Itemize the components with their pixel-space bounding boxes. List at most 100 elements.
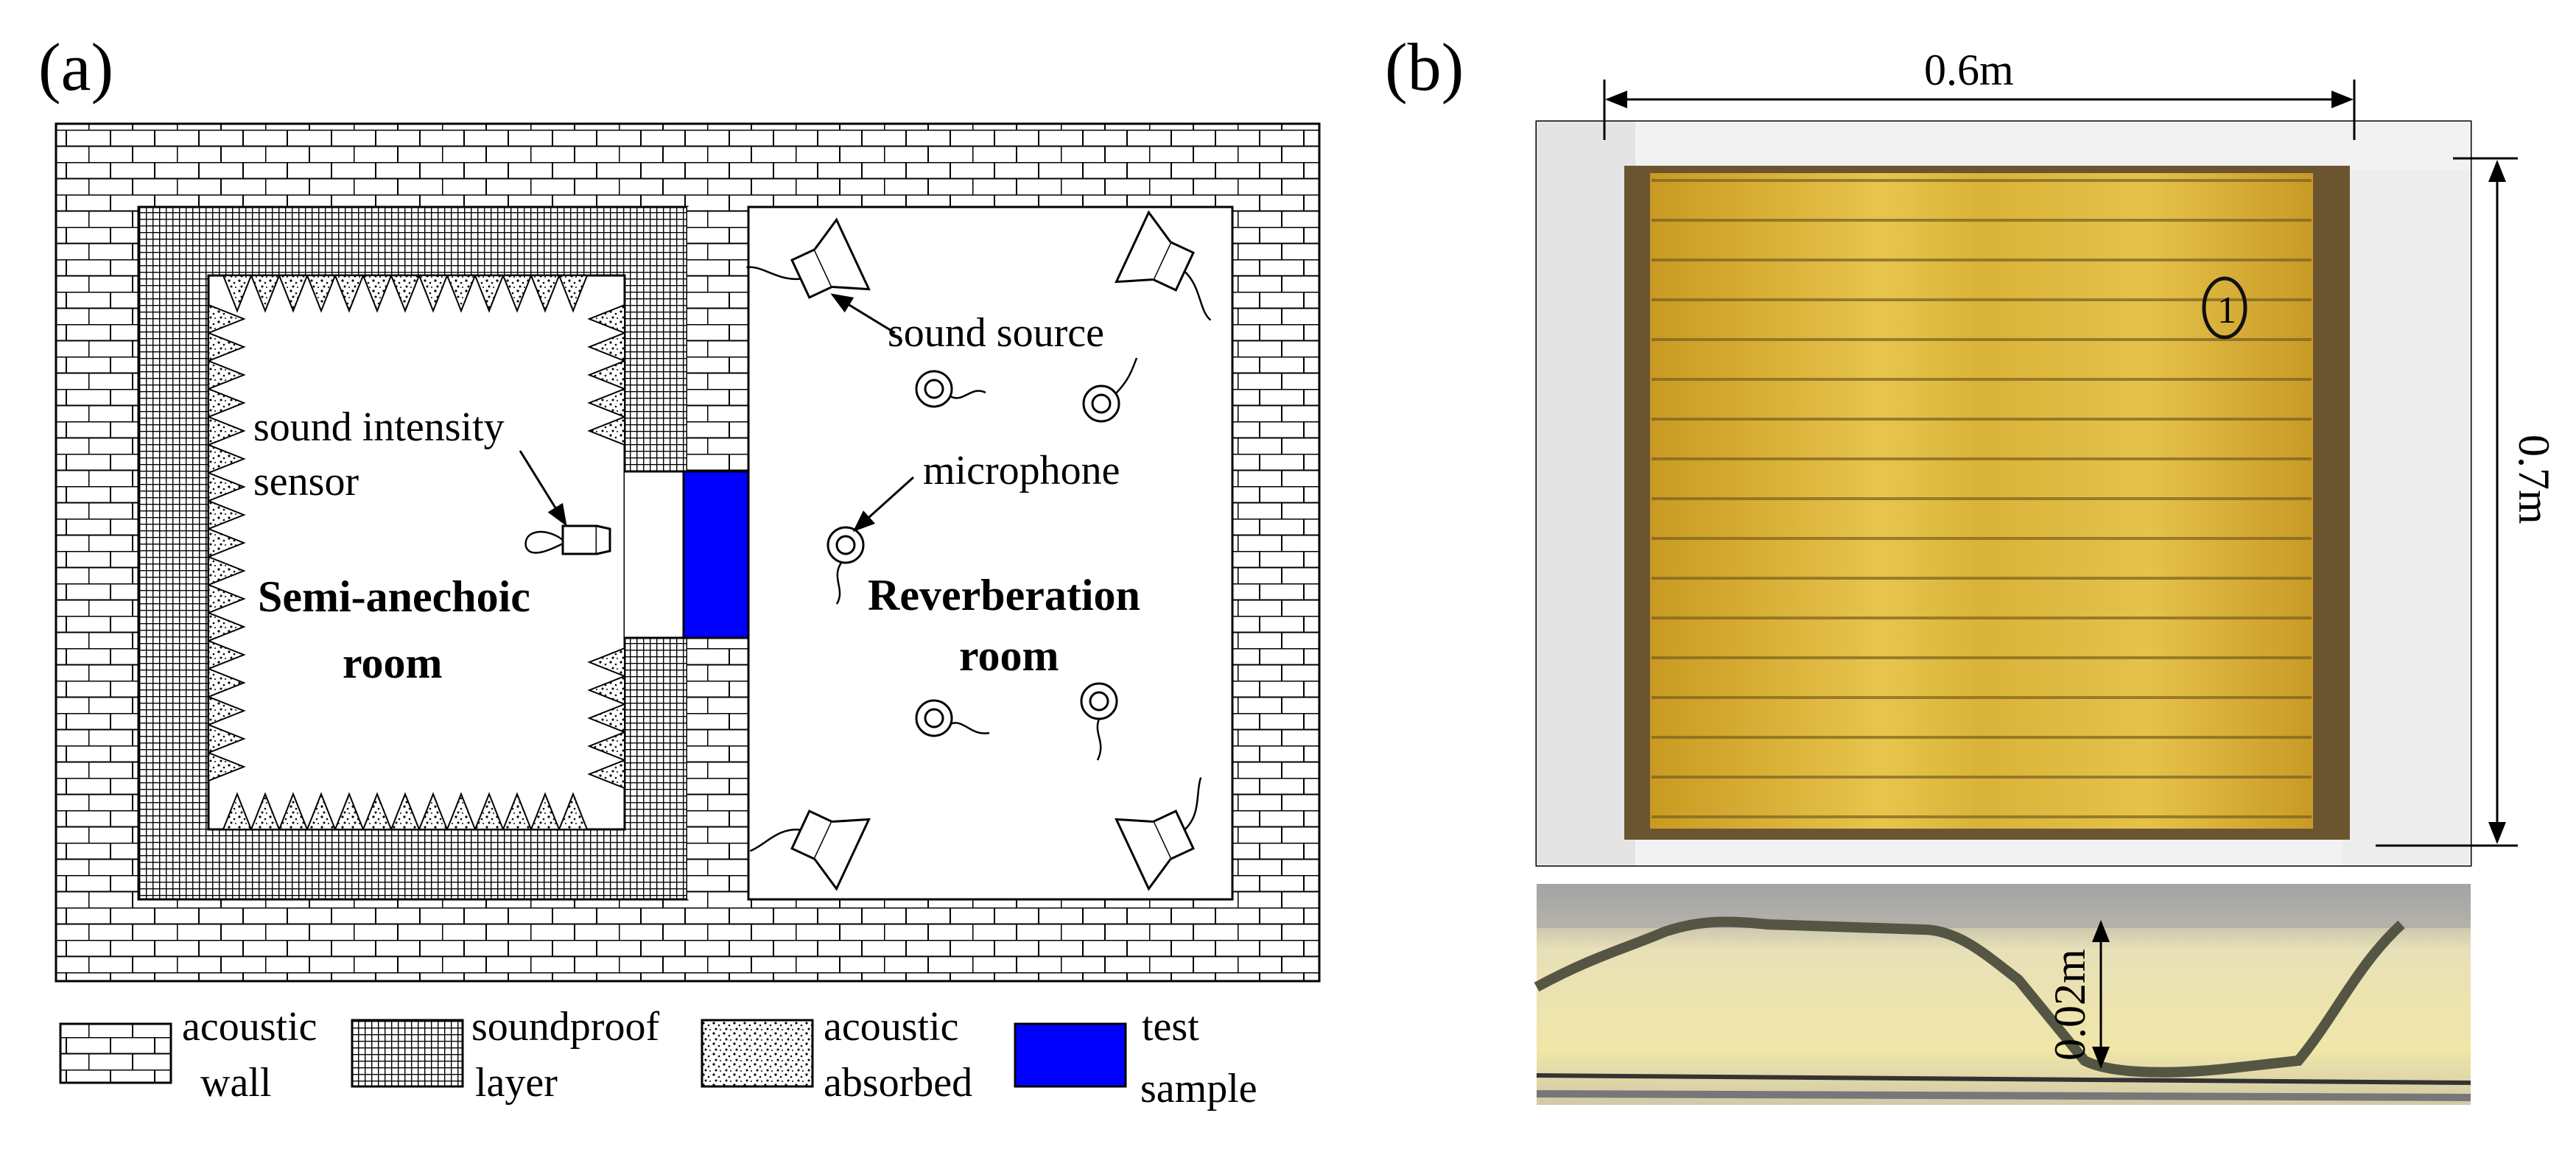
absorber-wedge <box>530 792 561 830</box>
absorber-wedge <box>222 275 253 313</box>
test-sample <box>682 470 750 639</box>
sample-mark-circle <box>2202 276 2247 340</box>
microphone-arrow <box>852 476 915 533</box>
absorber-wedge <box>587 675 625 706</box>
absorber-wedge <box>474 275 505 313</box>
semi-anechoic-label-2: room <box>343 639 443 687</box>
absorber-wedge <box>208 667 246 698</box>
absorber-wedge <box>558 792 589 830</box>
loudspeaker-icon <box>746 217 871 299</box>
absorber-wedge <box>362 792 393 830</box>
panel-a-label: (a) <box>38 29 113 105</box>
sensor-label-1: sound intensity <box>253 404 505 450</box>
legend-sample-swatch <box>1014 1022 1127 1088</box>
absorber-wedge <box>208 387 246 418</box>
legend-absorbed-2: absorbed <box>824 1060 972 1106</box>
absorber-wedge <box>587 759 625 790</box>
absorber-wedge <box>334 792 365 830</box>
loudspeaker-icon <box>749 809 871 891</box>
sensor-arrow <box>519 450 567 527</box>
absorber-wedge <box>587 415 625 446</box>
absorber-wedge <box>208 611 246 642</box>
absorber-wedge <box>418 275 449 313</box>
absorber-wedges <box>208 275 625 830</box>
width-label: 0.6m <box>1924 46 2014 94</box>
absorber-wedge <box>208 443 246 474</box>
absorber-wedge <box>587 703 625 734</box>
semi-anechoic-room <box>207 274 626 831</box>
absorber-wedge <box>208 583 246 614</box>
legend-sample-2: sample <box>1140 1066 1257 1111</box>
absorber-wedge <box>208 415 246 446</box>
panel-b-label: (b) <box>1385 29 1464 105</box>
panel-slats <box>1652 179 2312 818</box>
absorber-wedge <box>250 792 281 830</box>
height-label: 0.7m <box>2510 435 2558 524</box>
sensor-label-2: sensor <box>253 459 359 505</box>
legend-soundproof-swatch <box>351 1019 464 1088</box>
absorber-wedge <box>208 471 246 502</box>
absorber-wedge <box>587 303 625 334</box>
legend-soundproof-2: layer <box>475 1060 558 1106</box>
absorber-wedge <box>208 527 246 558</box>
legend-absorbed-1: acoustic <box>824 1004 958 1050</box>
legend: acoustic wall soundproof layer acoustic … <box>59 1004 1257 1111</box>
absorber-wedge <box>474 792 505 830</box>
semi-anechoic-label-1: Semi-anechoic <box>258 572 530 621</box>
absorber-wedge <box>390 275 421 313</box>
legend-wall-swatch <box>59 1022 172 1084</box>
absorber-wedge <box>334 275 365 313</box>
microphone-icon <box>1082 357 1138 423</box>
legend-sample-1: test <box>1142 1004 1199 1050</box>
microphone-icon <box>1080 682 1118 761</box>
legend-wall-2: wall <box>200 1060 271 1106</box>
absorber-wedge <box>587 331 625 362</box>
microphone-label: microphone <box>923 448 1120 494</box>
absorber-wedge <box>208 555 246 586</box>
absorber-wedge <box>587 387 625 418</box>
absorber-wedge <box>446 792 477 830</box>
absorber-wedge <box>587 359 625 390</box>
reverberation-label-1: Reverberation <box>868 571 1140 619</box>
sample-mark: 1 <box>2217 289 2236 331</box>
absorber-wedge <box>502 275 533 313</box>
sound-source-arrow <box>830 293 896 334</box>
absorber-wedge <box>208 359 246 390</box>
absorber-wedge <box>208 723 246 754</box>
loudspeaker-icon <box>1115 210 1212 321</box>
absorber-wedge <box>587 731 625 762</box>
absorber-wedge <box>208 751 246 782</box>
intensity-sensor-icon <box>524 524 611 555</box>
sample-opening <box>625 471 691 638</box>
absorber-wedge <box>587 647 625 678</box>
absorber-wedge <box>446 275 477 313</box>
absorber-wedge <box>306 275 337 313</box>
absorber-wedge <box>278 792 309 830</box>
absorber-wedge <box>418 792 449 830</box>
absorber-wedge <box>558 275 589 313</box>
absorber-wedge <box>208 499 246 530</box>
absorber-wedge <box>306 792 337 830</box>
microphone-icon <box>915 699 990 737</box>
loudspeaker-icon <box>1115 777 1202 891</box>
legend-wall-1: acoustic <box>182 1004 317 1050</box>
absorber-wedge <box>530 275 561 313</box>
absorber-wedge <box>250 275 281 313</box>
legend-absorbed-swatch <box>701 1019 814 1088</box>
microphone-icon <box>915 370 986 408</box>
microphone-icon <box>827 526 865 605</box>
thickness-label: 0.02m <box>2046 949 2094 1061</box>
legend-soundproof-1: soundproof <box>471 1004 659 1050</box>
absorber-wedge <box>362 275 393 313</box>
sample-photo-top: 1 <box>1535 120 2472 867</box>
absorber-wedge <box>208 331 246 362</box>
sound-source-label: sound source <box>888 310 1104 356</box>
reverberation-label-2: room <box>959 631 1059 680</box>
absorber-wedge <box>208 695 246 726</box>
absorber-wedge <box>208 639 246 670</box>
absorber-wedge <box>502 792 533 830</box>
absorber-wedge <box>278 275 309 313</box>
sample-photo-side <box>1534 884 2471 1105</box>
